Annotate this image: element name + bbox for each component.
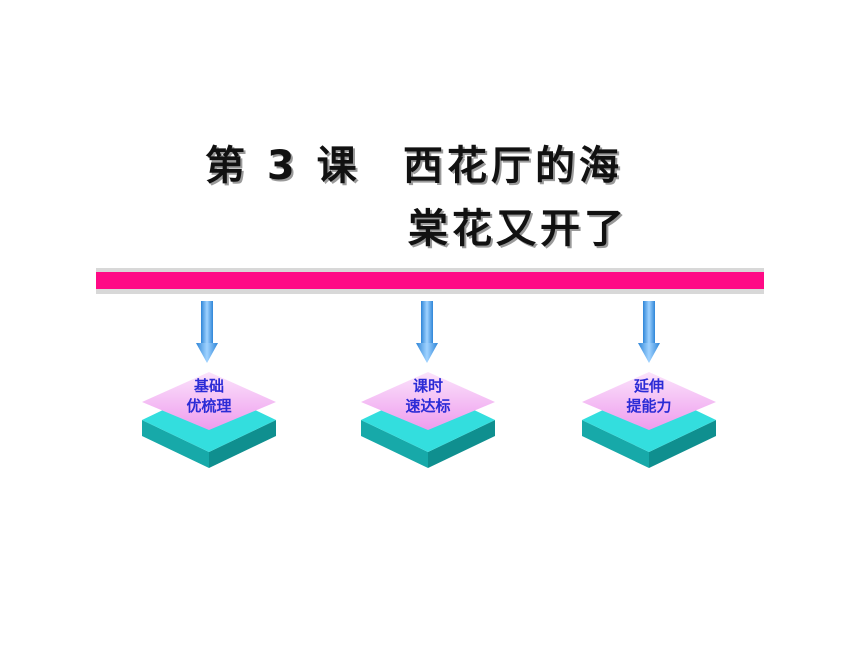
title-line-2: 棠花又开了 (408, 206, 628, 252)
layered-diamond-icon (142, 372, 276, 468)
layered-diamond-icon (361, 372, 495, 468)
node-basic-review[interactable]: 基础 优梳理 (142, 372, 276, 472)
layered-diamond-icon (582, 372, 716, 468)
node-label: 基础 优梳理 (186, 377, 232, 415)
title-line-1: 西花厅的海 (403, 143, 623, 189)
lesson-number: 第 3 课 (205, 143, 361, 189)
node-extension[interactable]: 延伸 提能力 (582, 372, 716, 472)
down-arrow-icon (196, 301, 218, 363)
divider-bar (96, 268, 764, 294)
down-arrow-icon (416, 301, 438, 363)
node-label: 延伸 提能力 (626, 377, 672, 415)
slide-title: 第 3 课 西花厅的海 棠花又开了 (0, 0, 860, 260)
down-arrow-icon (638, 301, 660, 363)
node-lesson-goal[interactable]: 课时 速达标 (361, 372, 495, 472)
node-label: 课时 速达标 (405, 377, 451, 415)
